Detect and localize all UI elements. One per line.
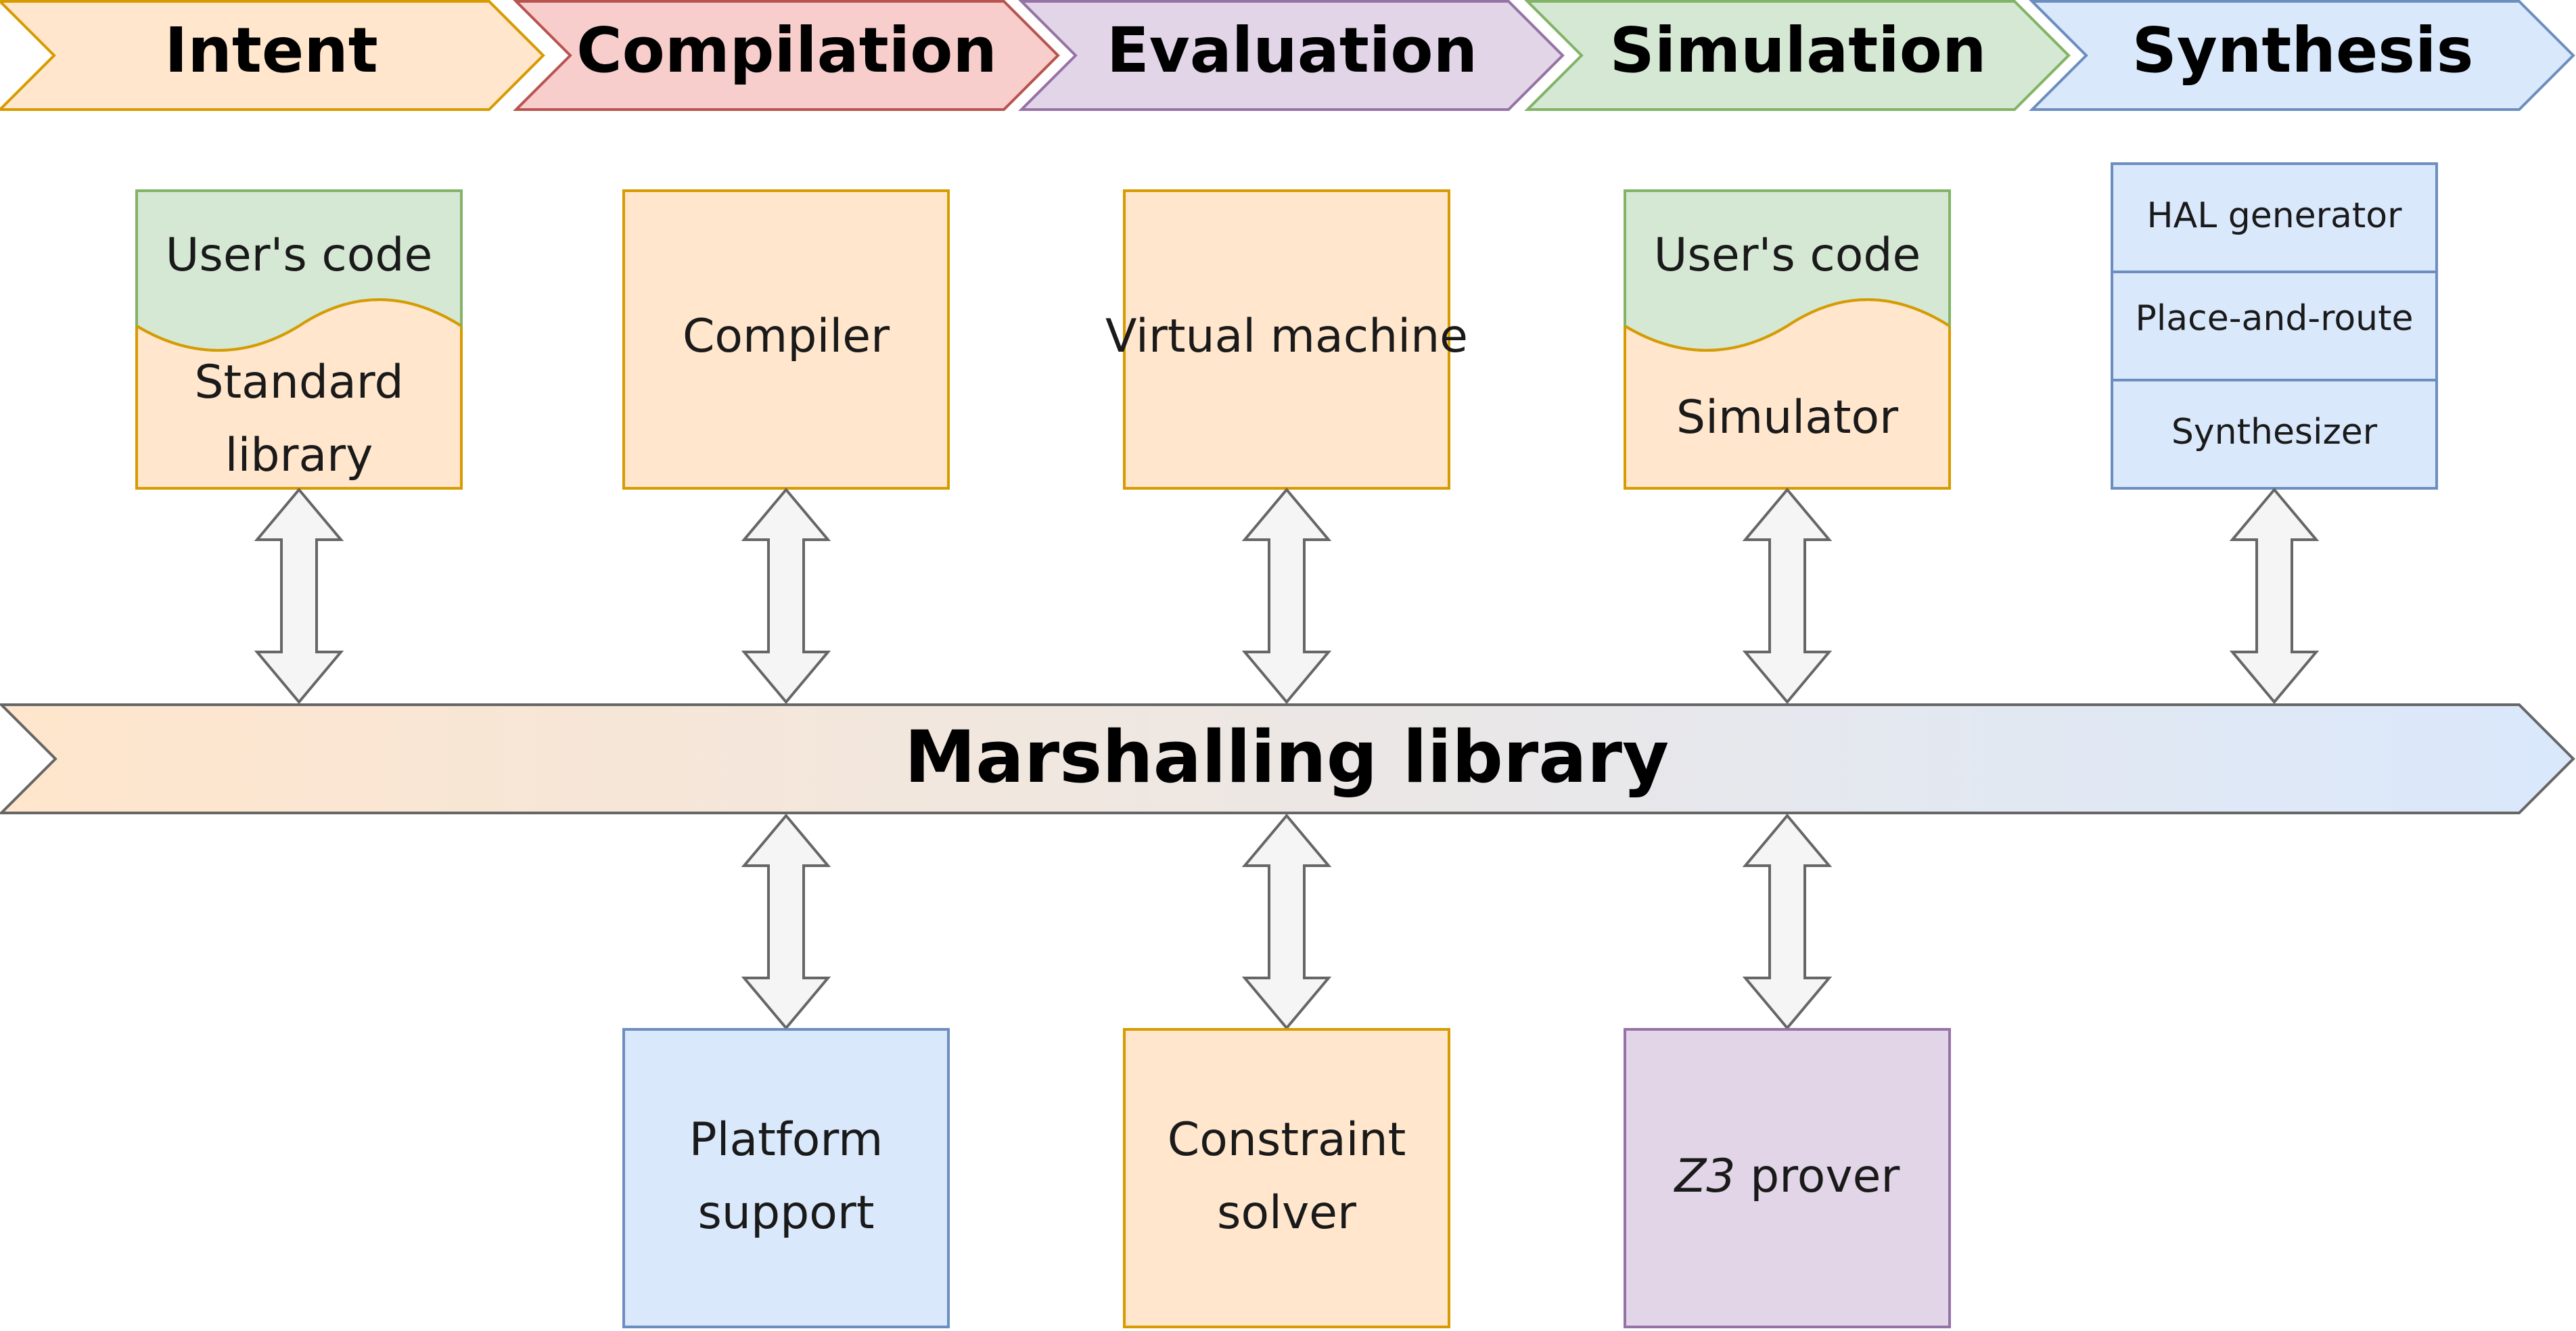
arrow-bus-platform: [741, 813, 831, 1031]
stage-simulation-label: Simulation: [1610, 14, 1987, 87]
arrow-bus-constraint: [1241, 813, 1332, 1031]
stage-compilation-chevron: [513, 0, 1060, 111]
platform-support-box: [622, 1028, 950, 1328]
constraint-solver-box: [1123, 1028, 1450, 1328]
z3-prover-box: [1624, 1028, 1951, 1328]
arrow-vm-bus: [1241, 487, 1332, 705]
stage-simulation: Simulation: [1524, 0, 2071, 111]
stage-intent-chevron: [0, 0, 545, 111]
simulator-label: Simulator: [1676, 391, 1898, 444]
stage-bar: Intent Compilation Evaluation Simulation…: [0, 0, 2575, 111]
stage-synthesis: Synthesis: [2029, 0, 2575, 111]
prover-component: Z3 prover: [1624, 1028, 1951, 1328]
arrow-bus-prover: [1742, 813, 1833, 1031]
arrow-compiler-bus: [741, 487, 831, 705]
intent-component: User's code Standard library: [135, 189, 463, 490]
arrow-intent-bus: [254, 487, 344, 705]
stage-compilation: Compilation: [513, 0, 1060, 111]
stage-compilation-label: Compilation: [576, 14, 997, 87]
constraint-solver-label-line1: Constraint: [1168, 1113, 1406, 1167]
stage-simulation-chevron: [1524, 0, 2071, 111]
virtual-machine-label: Virtual machine: [1105, 310, 1468, 363]
compiler-component: Compiler: [622, 189, 950, 490]
compiler-box: [622, 189, 950, 490]
stage-intent: Intent: [0, 0, 545, 111]
constraint-solver-label-line2: solver: [1217, 1186, 1356, 1240]
platform-support-label-line1: Platform: [689, 1113, 883, 1167]
arrow-synthesis-bus: [2229, 487, 2320, 705]
z3-prover-rest: prover: [1735, 1150, 1900, 1203]
marshalling-bus-label: Marshalling library: [904, 716, 1669, 799]
place-and-route-label: Place-and-route: [2136, 298, 2414, 339]
z3-prover-italic: Z3: [1674, 1150, 1736, 1203]
intent-standard-label-line1: Standard: [194, 356, 403, 409]
sim-users-code-label: User's code: [1654, 229, 1921, 282]
marshalling-bus-arrow: [0, 703, 2575, 814]
top-arrows: [254, 487, 2320, 705]
stage-synthesis-chevron: [2029, 0, 2575, 111]
stage-evaluation: Evaluation: [1018, 0, 1565, 111]
synthesizer-box: [2111, 379, 2438, 490]
vm-component: Virtual machine: [1105, 189, 1468, 490]
stage-synthesis-label: Synthesis: [2132, 14, 2474, 87]
simulation-component: User's code Simulator: [1624, 189, 1951, 490]
marshalling-bus: Marshalling library: [0, 703, 2575, 814]
intent-users-code-label: User's code: [166, 229, 433, 282]
stage-intent-label: Intent: [164, 14, 378, 87]
stage-evaluation-label: Evaluation: [1107, 14, 1477, 87]
compiler-label: Compiler: [683, 310, 890, 363]
sim-users-code-wave-edge: [1624, 298, 1951, 352]
stage-evaluation-chevron: [1018, 0, 1565, 111]
hal-generator-box: [2111, 162, 2438, 273]
constraint-component: Constraint solver: [1123, 1028, 1450, 1328]
z3-prover-label: Z3 prover: [1674, 1150, 1900, 1203]
platform-component: Platform support: [622, 1028, 950, 1328]
virtual-machine-box: [1123, 189, 1450, 490]
synthesizer-label: Synthesizer: [2171, 412, 2378, 452]
intent-standard-label-line2: library: [225, 429, 373, 482]
hal-generator-label: HAL generator: [2147, 195, 2403, 236]
synthesis-component: HAL generator Place-and-route Synthesize…: [2111, 162, 2438, 490]
arrow-simulator-bus: [1742, 487, 1833, 705]
users-code-wave-edge: [135, 298, 463, 352]
bottom-arrows: [741, 813, 1833, 1031]
platform-support-label-line2: support: [697, 1186, 874, 1240]
